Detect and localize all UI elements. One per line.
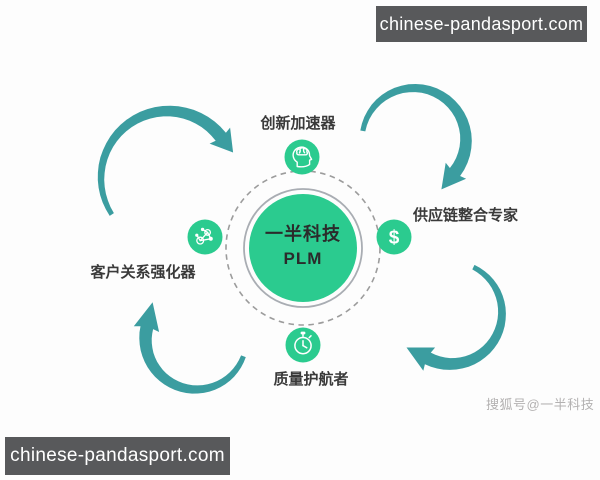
arrow-bottom-left [133, 302, 246, 394]
center-title: 一半科技 [265, 224, 341, 244]
arrow-top-right [360, 84, 472, 190]
banner-top-right: chinese-pandasport.com [376, 6, 587, 42]
label-innovation-accelerator: 创新加速器 [260, 115, 336, 132]
brain-head-icon [292, 146, 313, 168]
node-left-circle [187, 219, 223, 255]
node-top-circle [284, 139, 320, 175]
node-right-circle [376, 219, 412, 255]
center-text: 一半科技 PLM [223, 222, 383, 270]
sohu-watermark: 搜狐号@一半科技 [486, 397, 595, 412]
center-subtitle: PLM [283, 249, 323, 268]
dollar-glyph: $ [389, 228, 400, 249]
label-supply-chain-expert: 供应链整合专家 [413, 207, 519, 224]
inner-ring [243, 188, 363, 308]
banner-bottom-left: chinese-pandasport.com [5, 437, 230, 475]
dollar-icon: $ [389, 228, 400, 249]
molecule-icon [195, 227, 213, 245]
stopwatch-icon [294, 331, 312, 355]
label-customer-relation: 客户关系强化器 [90, 264, 196, 281]
label-quality-guardian: 质量护航者 [273, 371, 349, 388]
arrow-bottom-right [406, 264, 506, 371]
center-circle [249, 194, 357, 302]
